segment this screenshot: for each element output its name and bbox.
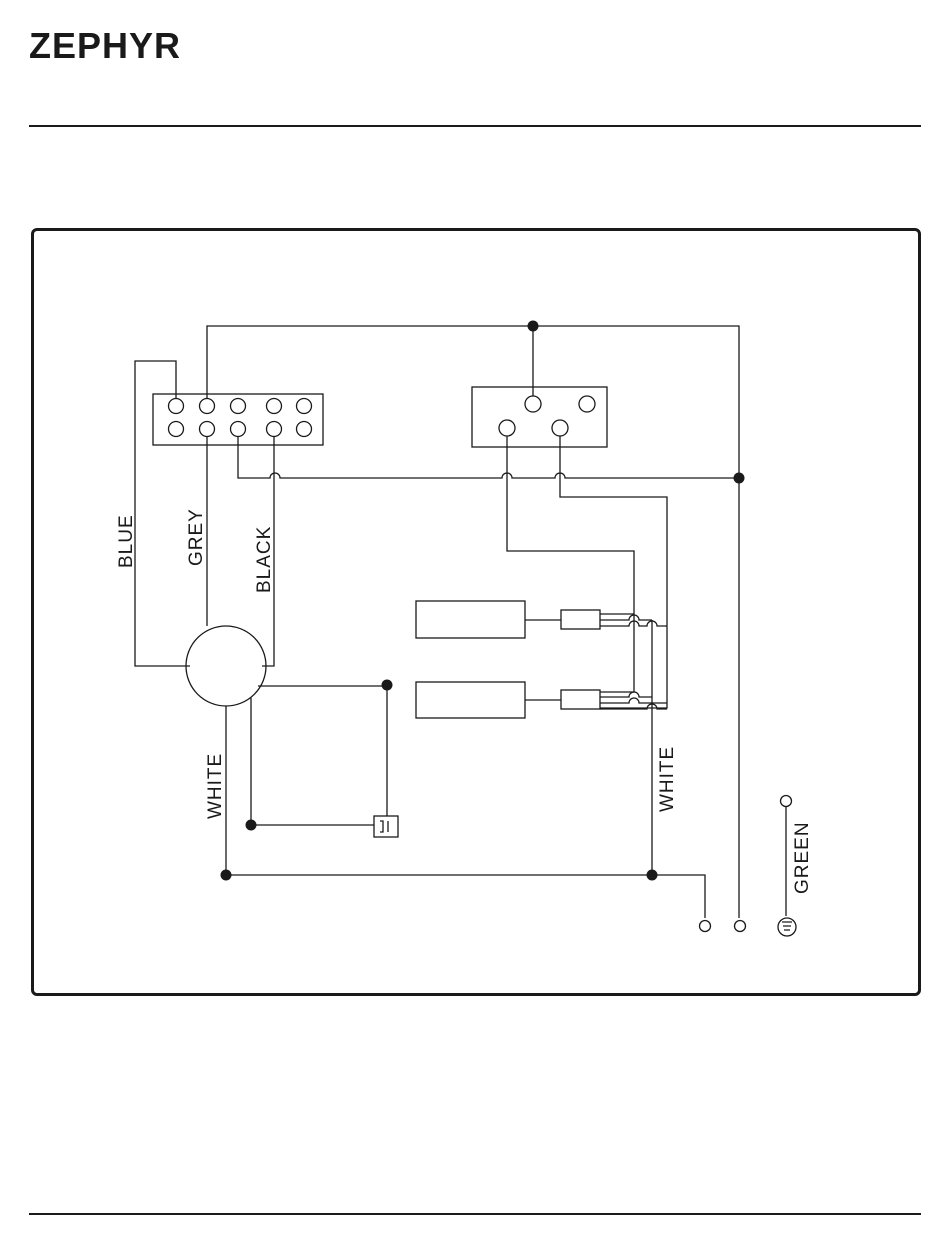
capacitor — [374, 816, 398, 837]
capacitor-symbol — [380, 821, 388, 832]
light-wire-a — [507, 436, 634, 692]
terminal-neutral — [700, 921, 711, 932]
lamp-2 — [416, 682, 525, 718]
lamp-1-connector — [561, 610, 600, 629]
light-wire-b — [560, 436, 667, 708]
junction-dot — [528, 321, 539, 332]
label-white-lights: WHITE — [657, 746, 678, 812]
motor — [186, 626, 266, 706]
ground-icon — [778, 918, 796, 936]
top-line-wire — [207, 326, 739, 918]
label-green: GREEN — [792, 821, 813, 894]
junction-dot — [382, 680, 393, 691]
lamp-2-out-b — [600, 698, 667, 703]
lamp-1-out-b — [600, 615, 652, 620]
white-neutral-wire — [226, 706, 705, 918]
light-switch-terminals — [499, 396, 595, 436]
capacitor-wire-b — [251, 698, 374, 825]
junction-dot — [221, 870, 232, 881]
blue-wire — [135, 361, 190, 666]
junction-dot — [246, 820, 257, 831]
lamp-2-out-a — [600, 692, 652, 697]
label-grey: GREY — [186, 508, 207, 566]
switch-terminals — [169, 399, 312, 437]
junction-dot — [734, 473, 745, 484]
label-white-motor: WHITE — [205, 753, 226, 819]
junction-dot — [647, 870, 658, 881]
lamp-2-connector — [561, 690, 600, 709]
terminal-line — [735, 921, 746, 932]
capacitor-wire-a — [258, 686, 387, 816]
bus-wire — [238, 437, 739, 478]
label-black: BLACK — [254, 526, 275, 593]
label-blue: BLUE — [116, 514, 137, 568]
lamp-1 — [416, 601, 525, 638]
terminal-ground-top — [781, 796, 792, 807]
